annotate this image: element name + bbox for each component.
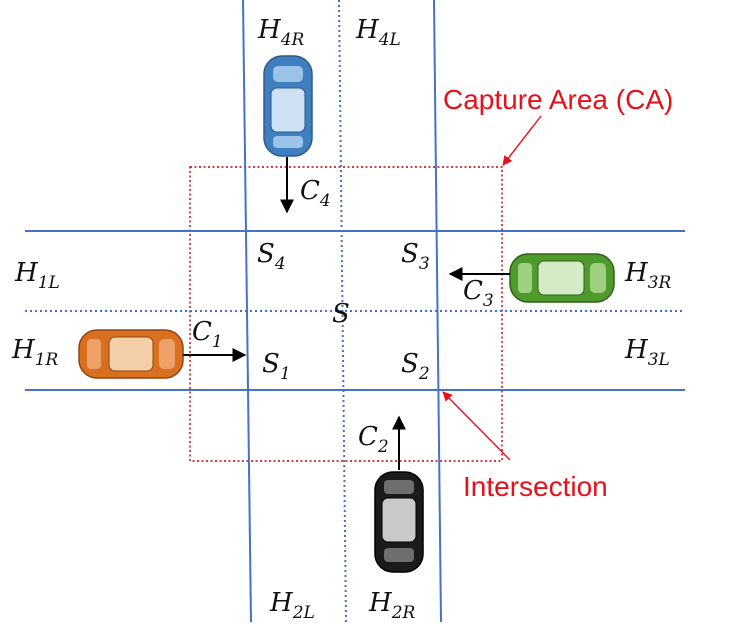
intersection-annotation: Intersection bbox=[463, 471, 608, 502]
label-h4l: H4L bbox=[355, 15, 401, 50]
label-h2l: H2L bbox=[269, 588, 315, 623]
label-c4: C4 bbox=[300, 176, 331, 211]
capture-area-boundary bbox=[189, 166, 503, 462]
label-s1: S1 bbox=[262, 349, 291, 384]
label-h3l: H3L bbox=[624, 335, 670, 370]
road-edge-vertical-left bbox=[242, 0, 252, 623]
label-c2: C2 bbox=[358, 422, 389, 457]
intersection-pointer bbox=[442, 391, 511, 461]
label-h3r: H3R bbox=[624, 258, 672, 293]
label-h4r: H4R bbox=[257, 15, 305, 50]
road-edge-vertical-right bbox=[433, 0, 442, 623]
label-s3: S3 bbox=[401, 239, 430, 274]
capture-area-annotation: Capture Area (CA) bbox=[443, 84, 673, 115]
capture-area-pointer bbox=[502, 115, 542, 166]
car-c3-green bbox=[509, 253, 615, 303]
car-c2-black bbox=[374, 471, 424, 573]
car-c4-blue bbox=[263, 55, 313, 157]
label-s4: S4 bbox=[257, 239, 286, 274]
label-c3: C3 bbox=[463, 276, 494, 311]
road-center-vertical bbox=[338, 0, 347, 623]
label-h1r: H1R bbox=[11, 335, 59, 370]
label-h2r: H2R bbox=[368, 588, 416, 623]
label-h1l: H1L bbox=[14, 258, 60, 293]
label-s: S bbox=[332, 299, 350, 329]
label-c1: C1 bbox=[192, 317, 223, 352]
label-s2: S2 bbox=[401, 349, 430, 384]
car-c1-orange bbox=[78, 329, 184, 379]
